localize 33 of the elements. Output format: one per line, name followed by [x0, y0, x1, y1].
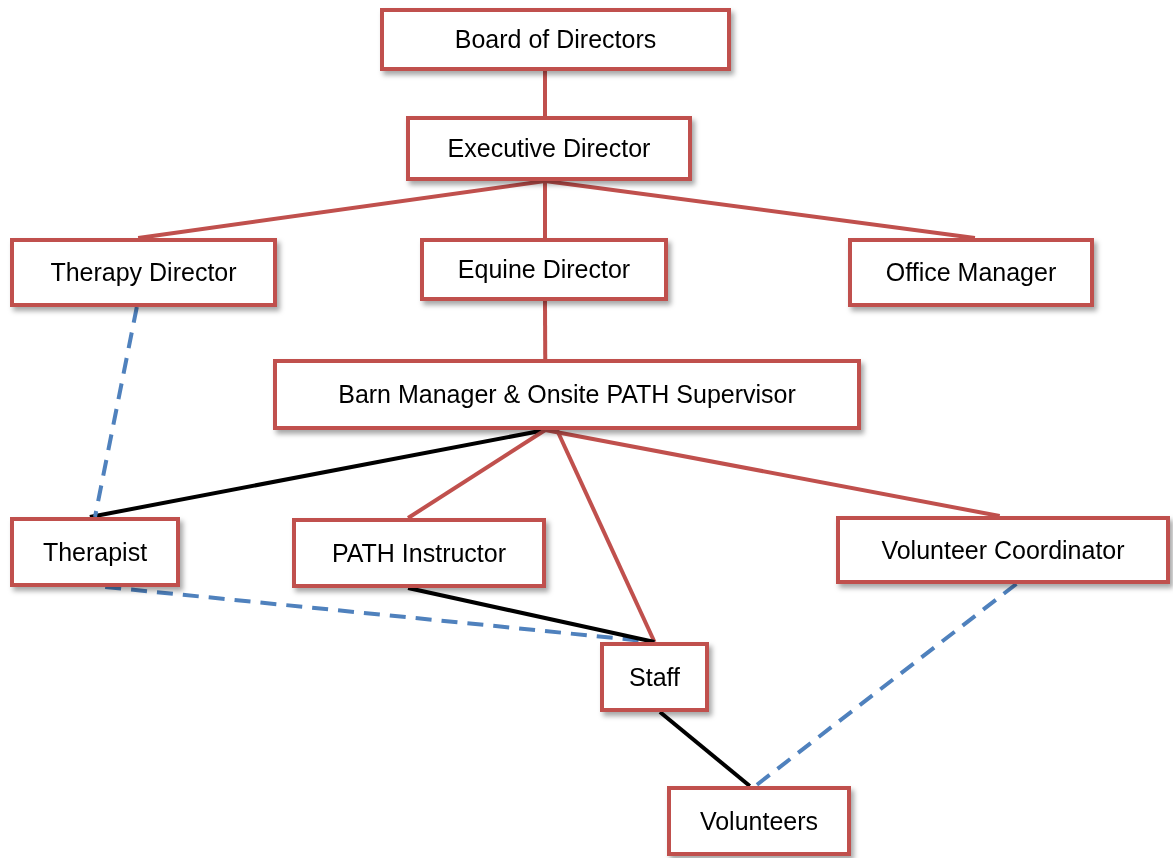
role-box	[406, 116, 692, 181]
role-title: PATH Instructor	[331, 538, 507, 568]
role-title: Staff	[629, 662, 680, 692]
role-title: Executive Director	[447, 134, 651, 163]
connector-line	[407, 428, 547, 520]
connector-line	[543, 301, 548, 359]
role-box	[667, 786, 851, 856]
connector-line	[544, 428, 1001, 518]
dashed-connector	[93, 306, 139, 518]
connector-line	[544, 179, 976, 240]
role-box	[10, 238, 277, 307]
role-box	[380, 8, 731, 71]
connector-line	[137, 179, 546, 240]
connector-line	[407, 586, 655, 644]
connector-line	[542, 71, 547, 116]
role-box	[292, 518, 546, 588]
role-box	[10, 517, 180, 587]
connector-line	[658, 710, 752, 788]
role-title: Barn Manager & Onsite PATH Supervisor	[338, 380, 796, 409]
role-title: Volunteers	[699, 806, 819, 836]
role-title: Therapy Director	[50, 258, 237, 287]
role-title: Office Manager	[885, 258, 1057, 287]
role-box	[600, 642, 709, 712]
role-title: Volunteer Coordinator	[881, 535, 1125, 565]
role-box	[848, 238, 1094, 307]
dashed-connector	[754, 582, 1018, 788]
connector-line	[543, 181, 547, 238]
role-box	[273, 359, 861, 430]
role-box	[836, 516, 1170, 584]
role-title: Board of Directors	[454, 25, 657, 54]
role-title: Equine Director	[457, 255, 631, 284]
role-title: Therapist	[42, 537, 148, 567]
role-box	[420, 238, 668, 301]
